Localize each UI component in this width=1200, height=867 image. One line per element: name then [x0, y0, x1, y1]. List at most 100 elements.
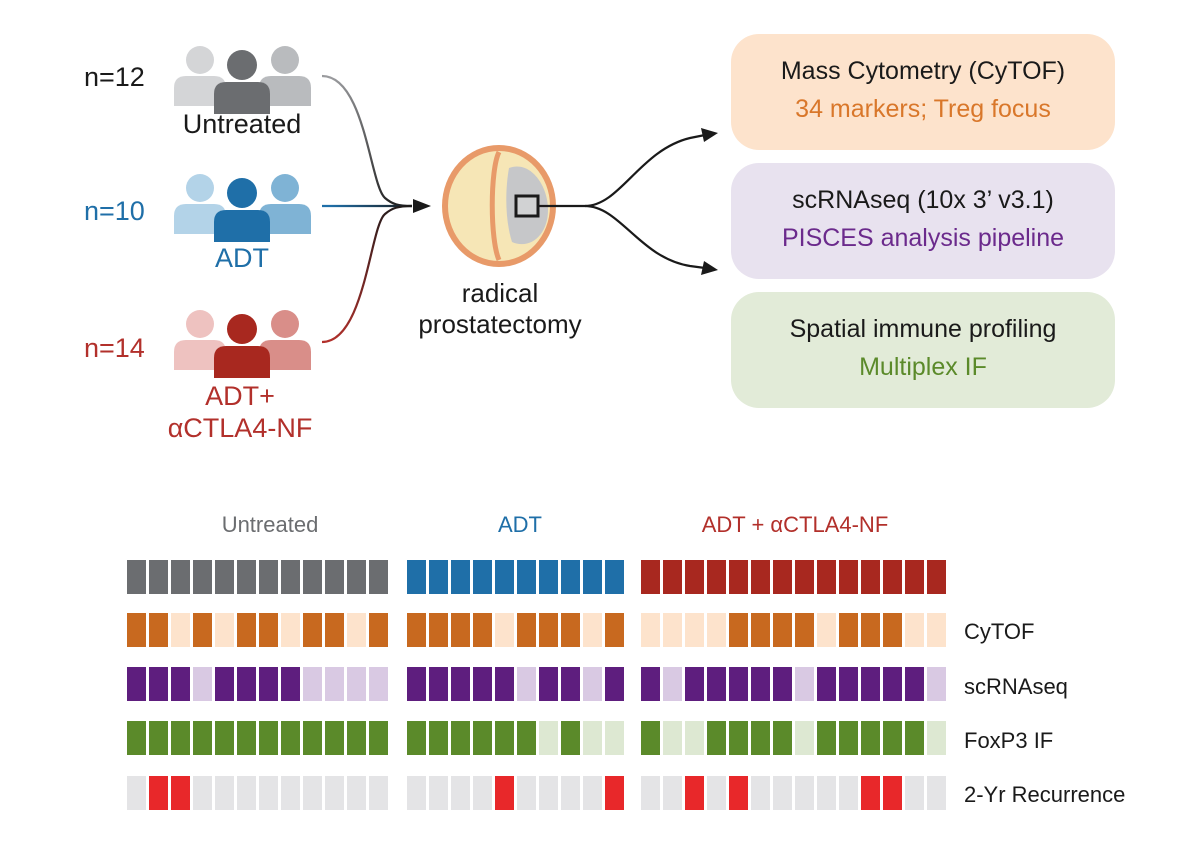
matrix-cell-scrnaseq-combo-9: [817, 667, 836, 701]
matrix-cell-cytof-untreated-3: [171, 613, 190, 647]
matrix-cell-foxp3-untreated-2: [149, 721, 168, 755]
matrix-cell-recurrence-combo-12: [883, 776, 902, 810]
matrix-cell-cytof-untreated-11: [347, 613, 366, 647]
matrix-cell-foxp3-adt-2: [429, 721, 448, 755]
matrix-cell-scrnaseq-adt-7: [539, 667, 558, 701]
matrix-cell-recurrence-combo-1: [641, 776, 660, 810]
matrix-cell-foxp3-combo-4: [707, 721, 726, 755]
connector-to-assays-upper: [538, 133, 706, 208]
matrix-cell-cytof-untreated-7: [259, 613, 278, 647]
matrix-row-label-recurrence: 2-Yr Recurrence: [964, 782, 1126, 807]
matrix-cell-cytof-untreated-8: [281, 613, 300, 647]
matrix-cell-header-combo-8: [795, 560, 814, 594]
matrix-cell-header-combo-13: [905, 560, 924, 594]
matrix-cell-header-adt-6: [517, 560, 536, 594]
surgery-label-line1: radical: [461, 278, 539, 308]
matrix-cell-header-combo-5: [729, 560, 748, 594]
matrix-cell-header-combo-1: [641, 560, 660, 594]
matrix-cell-scrnaseq-adt-1: [407, 667, 426, 701]
matrix-cell-header-combo-10: [839, 560, 858, 594]
matrix-cell-scrnaseq-adt-4: [473, 667, 492, 701]
matrix-cell-recurrence-adt-9: [583, 776, 602, 810]
matrix-cell-recurrence-adt-2: [429, 776, 448, 810]
matrix-cell-recurrence-adt-10: [605, 776, 624, 810]
matrix-cell-header-untreated-7: [259, 560, 278, 594]
matrix-cell-cytof-combo-2: [663, 613, 682, 647]
matrix-cell-header-combo-7: [773, 560, 792, 594]
matrix-cell-recurrence-combo-9: [817, 776, 836, 810]
matrix-cell-recurrence-untreated-5: [215, 776, 234, 810]
assay-box-cytof: Mass Cytometry (CyTOF) 34 markers; Treg …: [731, 34, 1115, 150]
matrix-cell-cytof-untreated-10: [325, 613, 344, 647]
cohort-count-adt: n=10: [84, 196, 145, 226]
matrix-cell-recurrence-combo-14: [927, 776, 946, 810]
matrix-cell-cytof-adt-2: [429, 613, 448, 647]
arrowhead-to-surgery: [413, 199, 431, 213]
matrix-cell-foxp3-combo-8: [795, 721, 814, 755]
sample-matrix: [127, 560, 946, 810]
matrix-cell-header-adt-1: [407, 560, 426, 594]
matrix-cell-foxp3-untreated-10: [325, 721, 344, 755]
matrix-cell-header-untreated-10: [325, 560, 344, 594]
matrix-cell-recurrence-combo-5: [729, 776, 748, 810]
matrix-cell-foxp3-untreated-9: [303, 721, 322, 755]
matrix-cell-cytof-combo-9: [817, 613, 836, 647]
matrix-cell-scrnaseq-combo-5: [729, 667, 748, 701]
matrix-cell-scrnaseq-untreated-5: [215, 667, 234, 701]
matrix-cell-recurrence-untreated-1: [127, 776, 146, 810]
matrix-cell-recurrence-combo-11: [861, 776, 880, 810]
matrix-cell-scrnaseq-adt-10: [605, 667, 624, 701]
matrix-cell-recurrence-combo-6: [751, 776, 770, 810]
matrix-cell-scrnaseq-adt-9: [583, 667, 602, 701]
matrix-cell-cytof-adt-9: [583, 613, 602, 647]
matrix-cell-scrnaseq-adt-3: [451, 667, 470, 701]
matrix-row-label-foxp3: FoxP3 IF: [964, 728, 1054, 753]
cohort-label-combo-line2: αCTLA4-NF: [167, 413, 313, 443]
matrix-cell-recurrence-untreated-7: [259, 776, 278, 810]
assay-box-scrnaseq: scRNAseq (10x 3’ v3.1) PISCES analysis p…: [731, 163, 1115, 279]
matrix-cell-scrnaseq-untreated-8: [281, 667, 300, 701]
cohort-label-combo-line1: ADT+: [205, 381, 275, 411]
matrix-cell-cytof-untreated-9: [303, 613, 322, 647]
arrowhead-scrnaseq: [701, 261, 718, 275]
matrix-cell-scrnaseq-untreated-2: [149, 667, 168, 701]
matrix-cell-scrnaseq-untreated-3: [171, 667, 190, 701]
matrix-cell-scrnaseq-combo-10: [839, 667, 858, 701]
matrix-cell-foxp3-combo-6: [751, 721, 770, 755]
matrix-cell-cytof-combo-5: [729, 613, 748, 647]
matrix-cell-foxp3-adt-4: [473, 721, 492, 755]
matrix-cell-scrnaseq-combo-12: [883, 667, 902, 701]
matrix-cell-scrnaseq-untreated-6: [237, 667, 256, 701]
matrix-cell-foxp3-combo-11: [861, 721, 880, 755]
matrix-cell-header-untreated-1: [127, 560, 146, 594]
matrix-cell-foxp3-combo-2: [663, 721, 682, 755]
matrix-cell-foxp3-combo-14: [927, 721, 946, 755]
matrix-cell-recurrence-combo-2: [663, 776, 682, 810]
matrix-cell-recurrence-untreated-8: [281, 776, 300, 810]
matrix-cell-foxp3-adt-8: [561, 721, 580, 755]
matrix-cell-scrnaseq-untreated-10: [325, 667, 344, 701]
matrix-cell-scrnaseq-untreated-9: [303, 667, 322, 701]
connector-to-assays-lower: [584, 204, 706, 270]
matrix-cell-recurrence-untreated-3: [171, 776, 190, 810]
matrix-cell-cytof-adt-6: [517, 613, 536, 647]
matrix-cell-cytof-adt-10: [605, 613, 624, 647]
matrix-cell-foxp3-combo-13: [905, 721, 924, 755]
matrix-cell-foxp3-adt-5: [495, 721, 514, 755]
matrix-cell-header-adt-9: [583, 560, 602, 594]
matrix-cell-recurrence-untreated-11: [347, 776, 366, 810]
matrix-cell-scrnaseq-untreated-1: [127, 667, 146, 701]
matrix-cell-foxp3-combo-7: [773, 721, 792, 755]
matrix-cell-header-untreated-11: [347, 560, 366, 594]
matrix-cell-cytof-combo-7: [773, 613, 792, 647]
matrix-cell-cytof-combo-4: [707, 613, 726, 647]
matrix-cell-recurrence-untreated-6: [237, 776, 256, 810]
matrix-cell-header-combo-12: [883, 560, 902, 594]
matrix-cell-header-adt-10: [605, 560, 624, 594]
assay-title-scrnaseq: scRNAseq (10x 3’ v3.1): [792, 186, 1054, 214]
matrix-cell-header-combo-6: [751, 560, 770, 594]
surgery-label-line2: prostatectomy: [418, 309, 582, 339]
matrix-cell-recurrence-untreated-4: [193, 776, 212, 810]
matrix-cell-recurrence-adt-8: [561, 776, 580, 810]
